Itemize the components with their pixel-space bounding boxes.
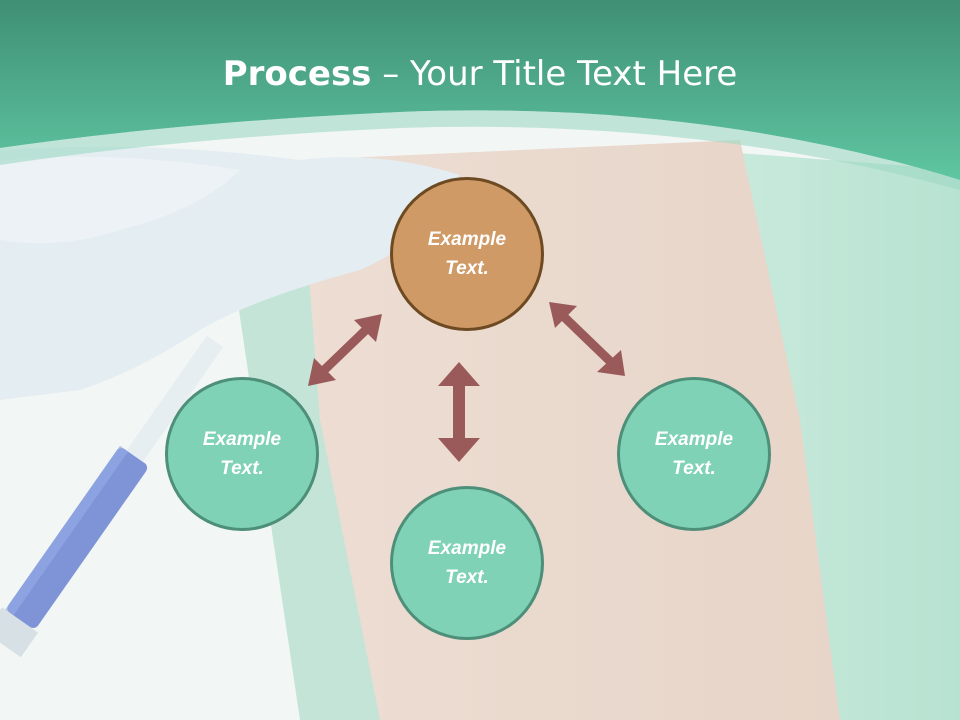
- node-top-line2: Text.: [445, 258, 489, 279]
- node-right-line1: Example: [654, 429, 734, 450]
- node-right-line2: Text.: [672, 458, 716, 479]
- node-bottom-line2: Text.: [445, 567, 489, 588]
- node-left-line2: Text.: [220, 458, 264, 479]
- arrow-top-right: [549, 302, 625, 376]
- page-title: Process – Your Title Text Here: [0, 50, 960, 98]
- node-bottom-line1: Example: [427, 538, 507, 559]
- process-node-bottom: Example Text.: [390, 486, 544, 640]
- process-node-top: Example Text.: [390, 177, 544, 331]
- title-bold: Process: [222, 54, 372, 94]
- node-left-line1: Example: [202, 429, 282, 450]
- node-top-line1: Example: [427, 229, 507, 250]
- process-node-right: Example Text.: [617, 377, 771, 531]
- title-rest: – Your Title Text Here: [371, 54, 738, 94]
- process-node-left: Example Text.: [165, 377, 319, 531]
- arrow-top-left: [308, 314, 382, 386]
- arrow-vertical: [438, 362, 480, 462]
